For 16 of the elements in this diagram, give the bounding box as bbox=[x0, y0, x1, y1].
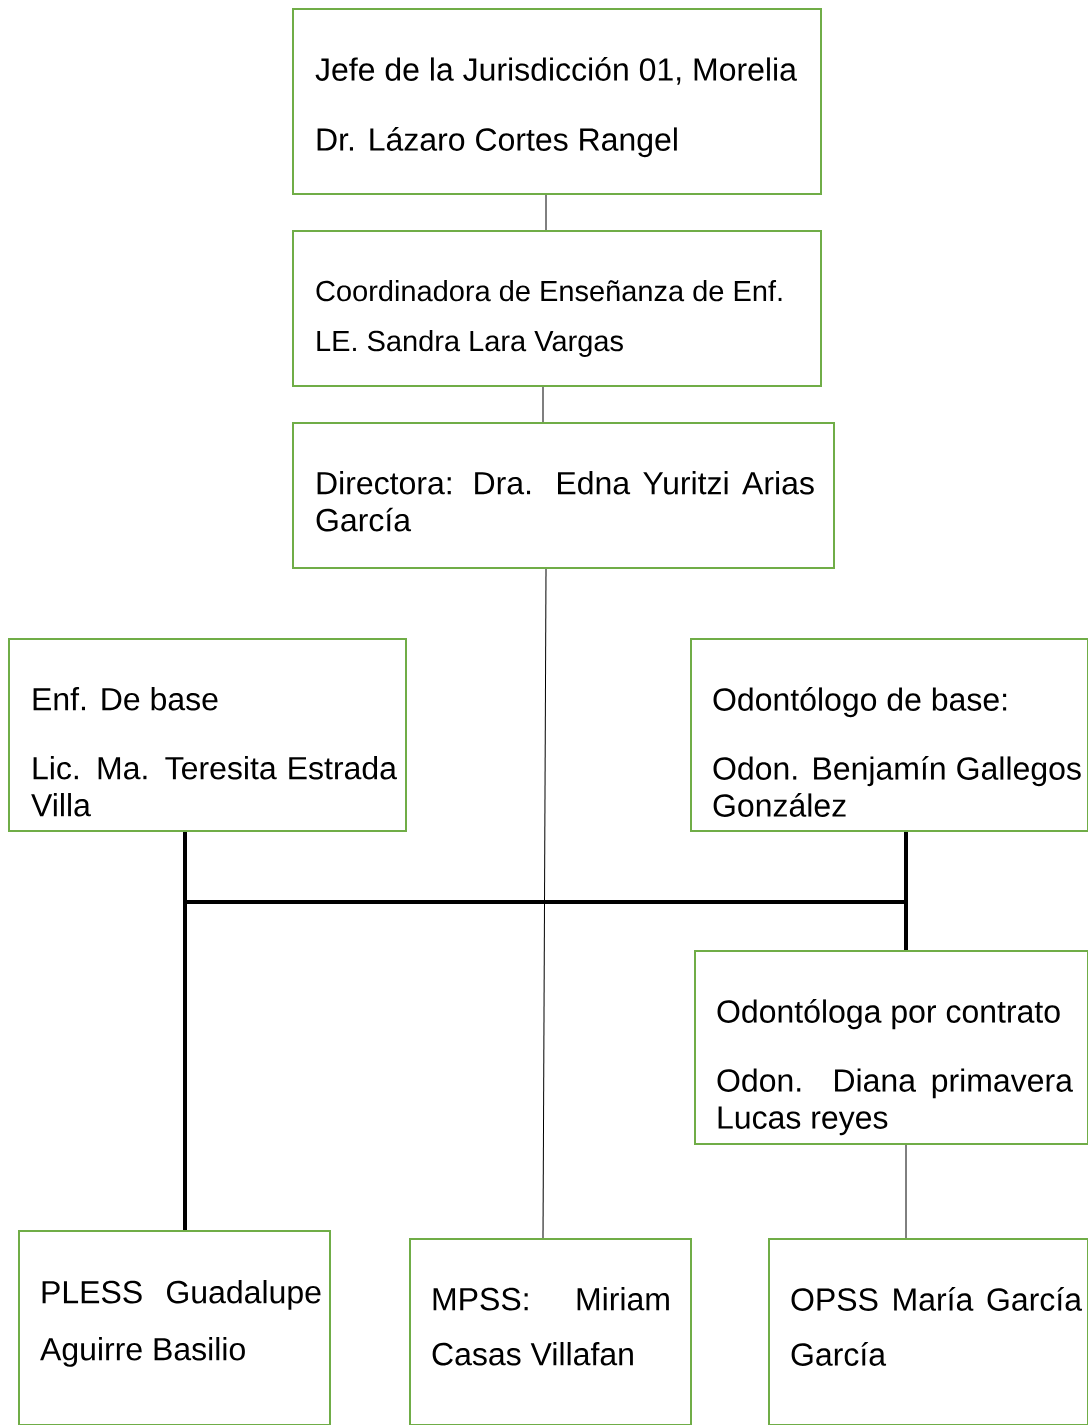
org-box: Enf. De base Lic. Ma. Teresita Estrada Villa bbox=[8, 638, 407, 832]
org-box: Odontólogo de base: Odon. Benjamín Gallegos González bbox=[690, 638, 1088, 832]
org-box: Directora: Dra. Edna Yuritzi Arias García bbox=[292, 422, 835, 569]
connector-line bbox=[542, 386, 544, 423]
org-box: PLESS Guadalupe Aguirre Basilio bbox=[18, 1230, 331, 1425]
connector-line bbox=[542, 568, 547, 1239]
org-box: OPSS María García García bbox=[768, 1238, 1088, 1425]
connector-line bbox=[905, 1144, 907, 1239]
connector-line bbox=[905, 831, 907, 951]
connector-line bbox=[545, 194, 547, 231]
connector-line bbox=[183, 832, 908, 1230]
connector-line bbox=[183, 832, 908, 950]
org-box: Odontóloga por contrato Odon. Diana primavera Lucas reyes bbox=[694, 950, 1088, 1145]
org-box: Coordinadora de Enseñanza de Enf. LE. Sandra Lara Vargas bbox=[292, 230, 822, 387]
org-box: MPSS: Miriam Casas Villafan bbox=[409, 1238, 692, 1425]
org-box: Jefe de la Jurisdicción 01, Morelia Dr. Lázaro Cortes Rangel bbox=[292, 8, 822, 195]
